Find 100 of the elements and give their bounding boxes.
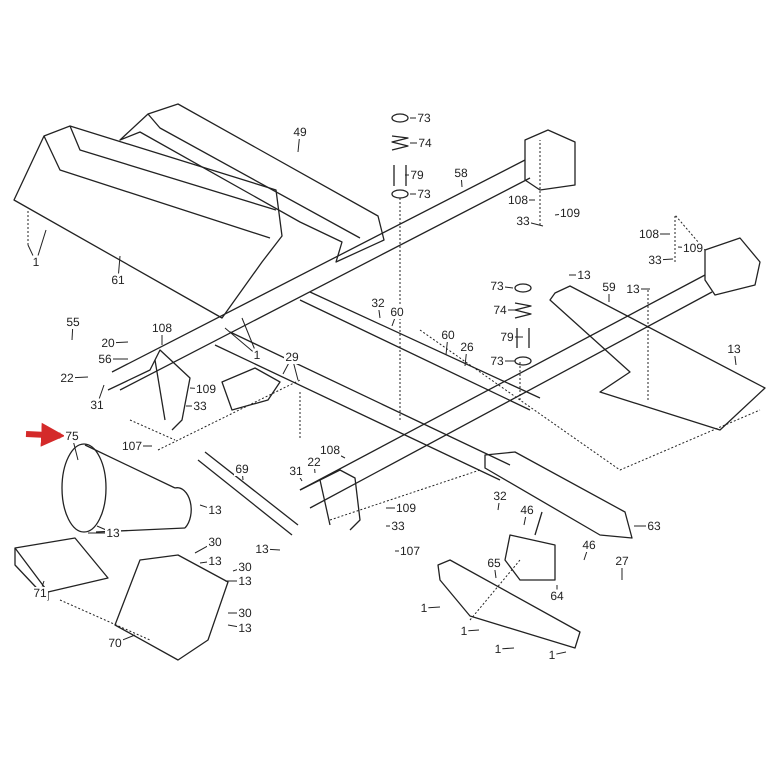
leader-line xyxy=(74,376,88,378)
callout-number: 108 xyxy=(638,228,660,240)
callout-number: 71 xyxy=(32,586,48,600)
callout-number: 109 xyxy=(558,206,582,220)
leader-line xyxy=(494,569,496,578)
leader-line xyxy=(554,214,560,216)
leader-line xyxy=(28,244,34,256)
callout-number: 60 xyxy=(440,328,456,342)
callout-number: 30 xyxy=(207,536,223,548)
leader-line xyxy=(38,230,46,256)
callout-number: 56 xyxy=(97,352,113,366)
callout-number: 73 xyxy=(416,188,432,200)
callout-number: 107 xyxy=(120,440,144,452)
leader-line xyxy=(190,388,196,389)
callout-number: 27 xyxy=(614,554,630,568)
callout-number: 13 xyxy=(254,542,270,556)
leader-line xyxy=(584,551,588,560)
leader-line xyxy=(293,363,298,380)
callout-number: 73 xyxy=(489,354,505,368)
callout-number: 22 xyxy=(306,456,322,468)
leader-line xyxy=(98,384,104,399)
leader-line xyxy=(468,630,480,632)
leader-line xyxy=(394,550,400,552)
callout-number: 109 xyxy=(394,502,418,514)
callout-number: 20 xyxy=(100,336,116,350)
leader-line xyxy=(96,526,106,530)
leader-line xyxy=(118,256,120,274)
leader-line xyxy=(194,546,208,554)
callout-number: 75 xyxy=(64,430,80,442)
leader-line xyxy=(514,336,524,338)
leader-line xyxy=(502,648,514,650)
leader-line xyxy=(460,179,462,188)
callout-number: 59 xyxy=(601,280,617,294)
leader-line xyxy=(122,634,136,640)
callout-number: 33 xyxy=(390,520,406,532)
leader-line xyxy=(224,580,238,582)
callout-number: 73 xyxy=(489,280,505,292)
leader-line xyxy=(112,358,128,360)
callout-number: 70 xyxy=(107,636,123,650)
leader-line xyxy=(200,504,208,508)
leader-line xyxy=(340,455,346,458)
leader-line xyxy=(298,138,300,152)
leader-line xyxy=(232,569,238,572)
callout-number: 30 xyxy=(237,560,253,574)
leader-line xyxy=(530,222,544,226)
callout-number: 1 xyxy=(548,648,556,662)
leader-line xyxy=(524,516,526,526)
callout-number: 33 xyxy=(647,254,663,266)
callout-number: 79 xyxy=(409,168,425,182)
leader-line xyxy=(556,584,558,590)
leader-line xyxy=(73,442,78,460)
leader-line xyxy=(568,274,577,276)
leader-line xyxy=(662,258,674,260)
leader-line xyxy=(242,318,255,349)
callout-number: 61 xyxy=(110,274,126,286)
callout-number: 31 xyxy=(288,464,304,478)
callout-number: 13 xyxy=(237,622,253,634)
leader-line xyxy=(678,246,682,248)
leader-line xyxy=(464,353,467,366)
callout-number: 46 xyxy=(519,504,535,516)
callout-number: 74 xyxy=(492,304,508,316)
leader-line xyxy=(200,562,208,564)
callout-number: 1 xyxy=(420,602,428,614)
leader-line xyxy=(282,363,290,374)
callout-number: 13 xyxy=(105,526,121,540)
leader-line xyxy=(224,328,254,352)
callout-number: 1 xyxy=(32,256,40,268)
callout-number: 33 xyxy=(192,400,208,412)
callout-number: 22 xyxy=(59,372,75,384)
callout-number: 33 xyxy=(515,214,531,228)
callout-number: 49 xyxy=(292,126,308,138)
callout-number: 60 xyxy=(389,306,405,318)
callout-number: 79 xyxy=(499,330,515,344)
leader-line xyxy=(72,328,74,340)
leader-line xyxy=(378,309,380,318)
callout-number: 13 xyxy=(207,504,223,516)
callout-number: 32 xyxy=(370,296,386,310)
callout-number: 74 xyxy=(417,136,433,150)
callout-number: 109 xyxy=(194,382,218,396)
callout-number: 58 xyxy=(453,166,469,180)
callout-number: 13 xyxy=(576,268,592,282)
leader-line xyxy=(640,288,650,290)
leader-line xyxy=(428,606,440,608)
callout-number: 32 xyxy=(492,490,508,502)
leader-line xyxy=(88,532,106,534)
callout-number: 65 xyxy=(486,556,502,570)
leader-line xyxy=(410,142,418,144)
callout-number: 29 xyxy=(284,350,300,364)
leader-line xyxy=(404,174,410,176)
callout-number: 64 xyxy=(549,590,565,602)
leader-line xyxy=(734,355,736,366)
leader-line xyxy=(446,341,448,356)
callout-number: 1 xyxy=(460,624,468,638)
callout-number: 31 xyxy=(89,398,105,412)
leader-line xyxy=(115,342,128,344)
callout-number: 107 xyxy=(398,544,422,558)
leader-line xyxy=(498,502,500,510)
callout-number: 30 xyxy=(237,606,253,620)
leader-line xyxy=(42,580,44,587)
callout-number: 55 xyxy=(65,316,81,328)
